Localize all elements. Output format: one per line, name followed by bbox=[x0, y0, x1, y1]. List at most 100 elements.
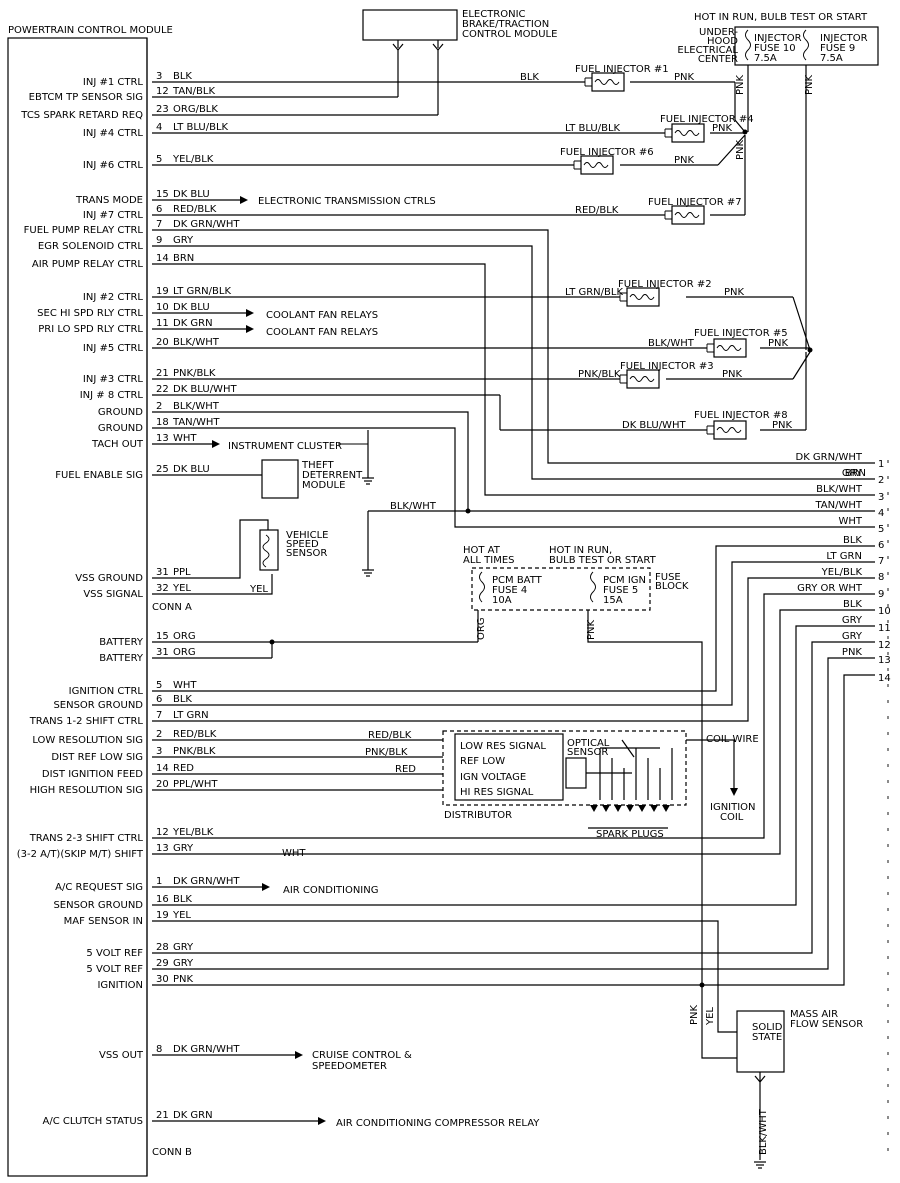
pin-wire-color: BRN bbox=[173, 253, 194, 264]
svg-text:STATE: STATE bbox=[752, 1032, 782, 1043]
pin-number: 6 bbox=[156, 694, 162, 705]
pin-wire-color: LT GRN bbox=[173, 710, 209, 721]
pin-number: 14 bbox=[156, 253, 169, 264]
injector-label: FUEL INJECTOR #2 bbox=[618, 279, 712, 290]
pin-label: 5 VOLT REF bbox=[86, 948, 143, 959]
maf-solid-2: STATE bbox=[752, 1032, 782, 1043]
vss-2: SPEED bbox=[286, 539, 319, 550]
coil-wire-label: COIL WIRE bbox=[706, 734, 759, 745]
svg-text:VEHICLE: VEHICLE bbox=[286, 530, 329, 541]
connector: 1DK GRN/WHT2GRYBRN3BLK/WHT4TAN/WHT5WHT6B… bbox=[796, 452, 891, 1151]
connector-pin: 8 bbox=[878, 572, 884, 583]
injector-label: FUEL INJECTOR #3 bbox=[620, 361, 714, 372]
pin-label: VSS OUT bbox=[99, 1050, 144, 1061]
maf-title-1: MASS AIR bbox=[790, 1009, 838, 1020]
fuse9-3: 7.5A bbox=[820, 53, 843, 64]
connector-wire: BLK/WHT bbox=[816, 484, 863, 495]
injector-terminal bbox=[584, 77, 592, 87]
connector-pin: 2 bbox=[878, 475, 884, 486]
pin-wire-color: BLK bbox=[173, 694, 192, 705]
injector-coil bbox=[674, 212, 700, 218]
inj5-in-wire: BLK/WHT bbox=[648, 338, 695, 349]
pin-number: 2 bbox=[156, 729, 162, 740]
pin-wire-color: GRY bbox=[173, 942, 194, 953]
pin-wire-color: GRY bbox=[173, 843, 194, 854]
injector-label: FUEL INJECTOR #5 bbox=[694, 328, 788, 339]
pin-wire-color: ORG bbox=[173, 631, 196, 642]
spark-plug bbox=[626, 805, 634, 812]
instrument-cluster-label: INSTRUMENT CLUSTER bbox=[228, 441, 342, 452]
dist-in-3: RED bbox=[395, 764, 416, 775]
pin-number: 5 bbox=[156, 154, 162, 165]
svg-text:FUSE 9: FUSE 9 bbox=[820, 43, 855, 54]
connector-wire: PNK bbox=[842, 647, 863, 658]
svg-text:7.5A: 7.5A bbox=[820, 53, 843, 64]
pin-number: 7 bbox=[156, 710, 162, 721]
pin-label: VSS GROUND bbox=[75, 573, 143, 584]
inj2-in-wire: LT GRN/BLK bbox=[565, 287, 623, 298]
svg-text:PNK: PNK bbox=[804, 74, 815, 95]
fuse9-wire: PNK bbox=[804, 74, 815, 95]
maf-solid-1: SOLID bbox=[752, 1022, 783, 1033]
svg-text:ORG: ORG bbox=[476, 617, 487, 640]
underhood-4: CENTER bbox=[698, 54, 738, 65]
injector-body bbox=[591, 72, 625, 92]
coolant-fan-label-2: COOLANT FAN RELAYS bbox=[266, 327, 378, 338]
spark-plug bbox=[662, 805, 670, 812]
pin-label: INJ #1 CTRL bbox=[83, 77, 144, 88]
dist-sig-4: HI RES SIGNAL bbox=[460, 787, 534, 798]
pin-wire-color: TAN/WHT bbox=[172, 417, 220, 428]
svg-text:SPEED: SPEED bbox=[286, 539, 319, 550]
spark-plug bbox=[638, 805, 646, 812]
pin-wire-color: RED/BLK bbox=[173, 204, 217, 215]
pin-number: 5 bbox=[156, 680, 162, 691]
svg-text:PNK: PNK bbox=[735, 74, 746, 95]
injector-coil bbox=[629, 294, 655, 300]
connector-wire: YEL/BLK bbox=[821, 567, 863, 578]
pin-label: INJ #3 CTRL bbox=[83, 374, 144, 385]
injector-body bbox=[626, 369, 660, 389]
connector-pin: 14 bbox=[878, 673, 891, 684]
fuse-block-2: BLOCK bbox=[655, 581, 689, 592]
pin-number: 19 bbox=[156, 910, 169, 921]
pin-wire-color: DK BLU bbox=[173, 302, 210, 313]
spark-plug-row bbox=[590, 805, 670, 812]
inj2-out-wire: PNK bbox=[724, 287, 745, 298]
pin-label: INJ #4 CTRL bbox=[83, 128, 144, 139]
injector-terminal bbox=[706, 425, 714, 435]
hot-run-2: BULB TEST OR START bbox=[549, 555, 657, 566]
pcm-title: POWERTRAIN CONTROL MODULE bbox=[8, 25, 173, 36]
connector-wire: GRY bbox=[842, 631, 863, 642]
svg-text:UNDER-: UNDER- bbox=[699, 27, 738, 38]
fuse10-2: FUSE 10 bbox=[754, 43, 796, 54]
injector-label: FUEL INJECTOR #6 bbox=[560, 147, 654, 158]
svg-text:BLK/WHT: BLK/WHT bbox=[758, 1108, 769, 1155]
injector-label: FUEL INJECTOR #8 bbox=[694, 410, 788, 421]
skip-shift-wire: WHT bbox=[282, 848, 306, 859]
hot-at-2: ALL TIMES bbox=[463, 555, 515, 566]
connector-wire: TAN/WHT bbox=[814, 500, 862, 511]
svg-text:FUSE 10: FUSE 10 bbox=[754, 43, 796, 54]
pin-wire-color: BLK bbox=[173, 894, 192, 905]
spark-plug bbox=[590, 805, 598, 812]
pin-label: DIST IGNITION FEED bbox=[42, 769, 143, 780]
pin-number: 21 bbox=[156, 368, 169, 379]
pin-wire-color: BLK/WHT bbox=[173, 337, 220, 348]
svg-text:SOLID: SOLID bbox=[752, 1022, 783, 1033]
svg-text:DETERRENT: DETERRENT bbox=[302, 470, 363, 481]
pin-wire-color: LT BLU/BLK bbox=[173, 122, 229, 133]
pin-wire-color: ORG bbox=[173, 647, 196, 658]
inj5-out-wire: PNK bbox=[768, 338, 789, 349]
pin-label: TRANS MODE bbox=[75, 195, 143, 206]
dist-in-2: PNK/BLK bbox=[365, 747, 408, 758]
pin-label: BATTERY bbox=[99, 637, 144, 648]
pin-wire-color: YEL bbox=[172, 583, 191, 594]
inj8-in-wire: DK BLU/WHT bbox=[622, 420, 686, 431]
maf-ground-wire: BLK/WHT bbox=[758, 1108, 769, 1155]
pin-number: 13 bbox=[156, 843, 169, 854]
underhood-1: UNDER- bbox=[699, 27, 738, 38]
pin-wire-color: YEL/BLK bbox=[172, 827, 214, 838]
pin-number: 22 bbox=[156, 384, 169, 395]
pin-label: MAF SENSOR IN bbox=[64, 916, 143, 927]
vss-3: SENSOR bbox=[286, 548, 327, 559]
